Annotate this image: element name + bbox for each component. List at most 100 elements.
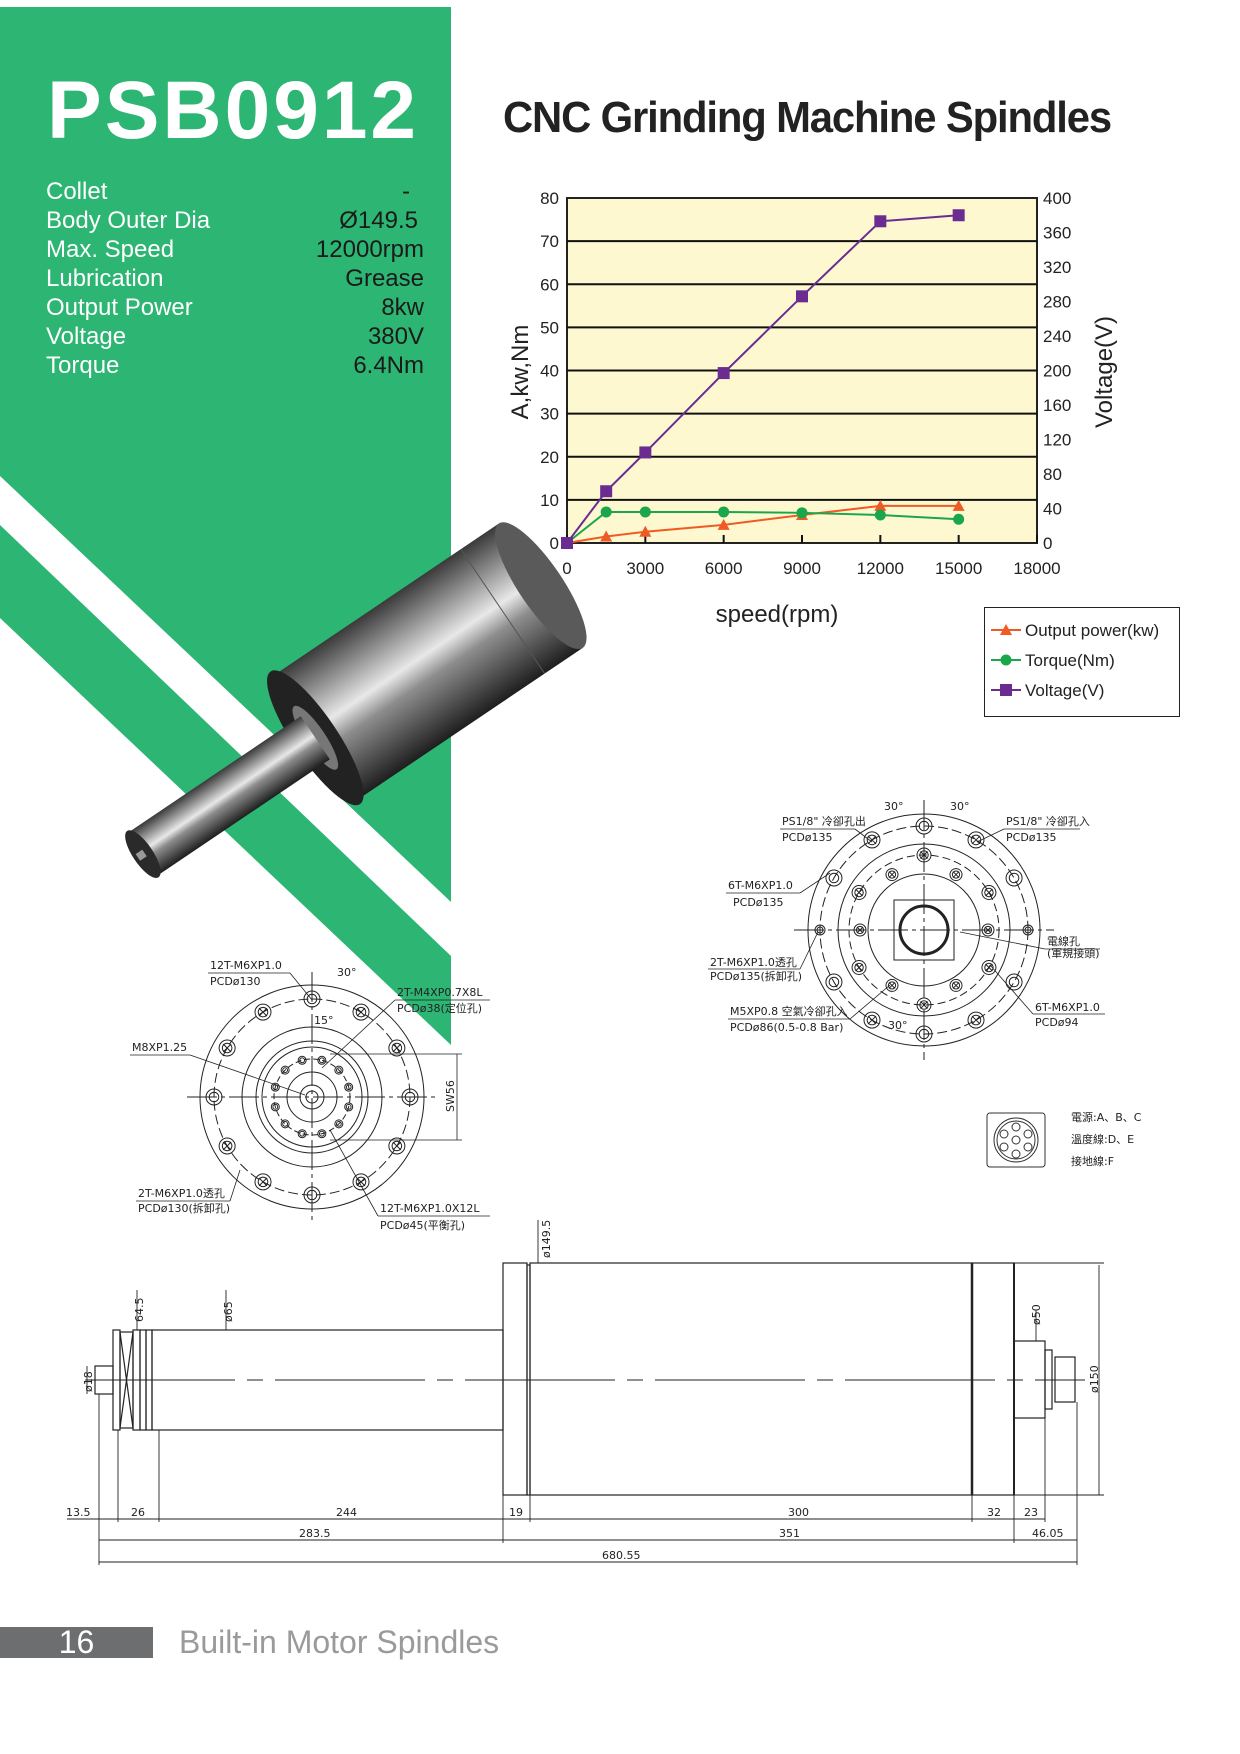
dimension: 64.5: [133, 1298, 146, 1323]
callout: PCDø86(0.5-0.8 Bar): [730, 1021, 843, 1034]
dimension: ø50: [1030, 1304, 1043, 1325]
page-number-box: [0, 1627, 153, 1658]
hole-mark: [222, 1141, 232, 1151]
bolt-hole: [885, 978, 899, 992]
hole-mark: [971, 1015, 981, 1025]
spindle-product-image: [125, 522, 587, 878]
bolt-hole: [270, 1082, 280, 1092]
hole-mark: [356, 1007, 366, 1017]
hole-mark: [952, 982, 960, 989]
connector-pinout-icon: [986, 1112, 1046, 1168]
bolt-hole: [280, 1119, 290, 1129]
bolt-hole-inner: [854, 887, 864, 898]
bolt-hole: [344, 1102, 354, 1112]
spec-label: Lubrication: [46, 265, 164, 292]
y2-tick-label: 200: [1043, 362, 1071, 381]
bolt-hole-inner: [828, 976, 840, 988]
bolt-hole-inner: [345, 1103, 352, 1110]
legend-label: Output power(kw): [1025, 621, 1159, 640]
hole-mark: [392, 1141, 402, 1151]
y2-tick-label: 240: [1043, 327, 1071, 346]
hole-mark: [952, 871, 960, 878]
y-tick-label: 60: [540, 275, 559, 294]
callout: PS1/8" 冷卻孔出: [782, 814, 866, 828]
connector-line: 接地線:F: [1071, 1154, 1114, 1168]
bolt-hole-inner: [299, 1057, 306, 1064]
x-tick-label: 0: [562, 559, 571, 578]
hole-mark: [258, 1177, 268, 1187]
bolt-hole: [352, 1003, 370, 1021]
callout: PCDø38(定位孔): [397, 1001, 482, 1015]
bolt-hole: [218, 1137, 236, 1155]
y2-tick-label: 280: [1043, 293, 1071, 312]
bolt-hole-inner: [335, 1120, 342, 1127]
legend-label: Voltage(V): [1025, 681, 1104, 700]
bolt-hole: [967, 1011, 985, 1029]
bolt-hole: [297, 1129, 307, 1139]
callout: PCDø130(拆卸孔): [138, 1201, 230, 1215]
hole-mark: [867, 835, 877, 845]
x-tick-label: 3000: [626, 559, 664, 578]
bolt-hole-inner: [355, 1176, 367, 1188]
bolt-hole: [851, 960, 867, 975]
spec-label: Torque: [46, 352, 120, 379]
bolt-hole-inner: [866, 1014, 878, 1026]
bolt-hole-inner: [887, 870, 897, 879]
dimension: 13.5: [66, 1506, 91, 1519]
bolt-hole-inner: [984, 887, 994, 898]
bolt-hole: [270, 1102, 280, 1112]
hole-mark: [855, 888, 863, 897]
performance-chart: 0102030405060708004080120160200240280320…: [507, 189, 1118, 628]
callout: 12T-M6XP1.0X12L: [380, 1202, 480, 1215]
y-tick-label: 30: [540, 405, 559, 424]
bolt-hole-inner: [1008, 872, 1020, 884]
hole-mark: [855, 963, 863, 972]
bolt-hole-inner: [951, 870, 961, 879]
bolt-hole: [885, 868, 899, 882]
bolt-hole: [344, 1082, 354, 1092]
data-point: [561, 537, 573, 549]
hole-mark: [985, 963, 993, 972]
dimension: ø18: [82, 1371, 95, 1392]
callout: 2T-M6XP1.0透孔: [138, 1187, 225, 1200]
callout: PCDø135: [733, 896, 784, 909]
spec-label: Max. Speed: [46, 236, 175, 263]
bolt-hole-inner: [355, 1006, 367, 1018]
y2-tick-label: 320: [1043, 258, 1071, 277]
data-point: [717, 367, 730, 380]
y-tick-label: 80: [540, 189, 559, 208]
hole-mark: [888, 982, 896, 989]
bolt-hole: [863, 1011, 881, 1029]
callout: PS1/8" 冷卻孔入: [1006, 815, 1090, 828]
x-tick-label: 12000: [857, 559, 904, 578]
bolt-hole-inner: [257, 1006, 269, 1018]
bolt-hole-inner: [282, 1120, 289, 1127]
y-axis-label: A,kw,Nm: [507, 325, 534, 420]
data-point: [639, 506, 651, 518]
dimension: 46.05: [1032, 1527, 1064, 1540]
angle-label: 30°: [337, 966, 357, 979]
connector-line: 溫度線:D、E: [1071, 1132, 1134, 1146]
front-view-labels: 12T-M6XP1.0 PCDø130 30° 2T-M4XP0.7X8L PC…: [130, 959, 490, 1232]
front-flange-view: [187, 972, 437, 1222]
bolt-hole-inner: [318, 1130, 325, 1137]
side-view-drawing: [67, 1220, 1104, 1565]
bolt-hole-inner: [335, 1067, 342, 1074]
page-number: 16: [58, 1624, 95, 1660]
bolt-hole: [317, 1129, 327, 1139]
bolt-hole: [825, 973, 843, 991]
spec-value: Ø149.5: [339, 207, 418, 234]
bolt-hole-inner: [391, 1140, 403, 1152]
hole-mark: [971, 835, 981, 845]
data-point: [952, 499, 965, 511]
dimension: SW56: [444, 1080, 457, 1112]
y2-tick-label: 160: [1043, 396, 1071, 415]
y2-tick-label: 80: [1043, 465, 1062, 484]
dimension: 300: [788, 1506, 809, 1519]
legend-label: Torque(Nm): [1025, 651, 1115, 670]
callout: M5XP0.8 空氣冷卻孔入: [730, 1004, 848, 1018]
y-tick-label: 10: [540, 491, 559, 510]
bolt-hole-inner: [257, 1176, 269, 1188]
